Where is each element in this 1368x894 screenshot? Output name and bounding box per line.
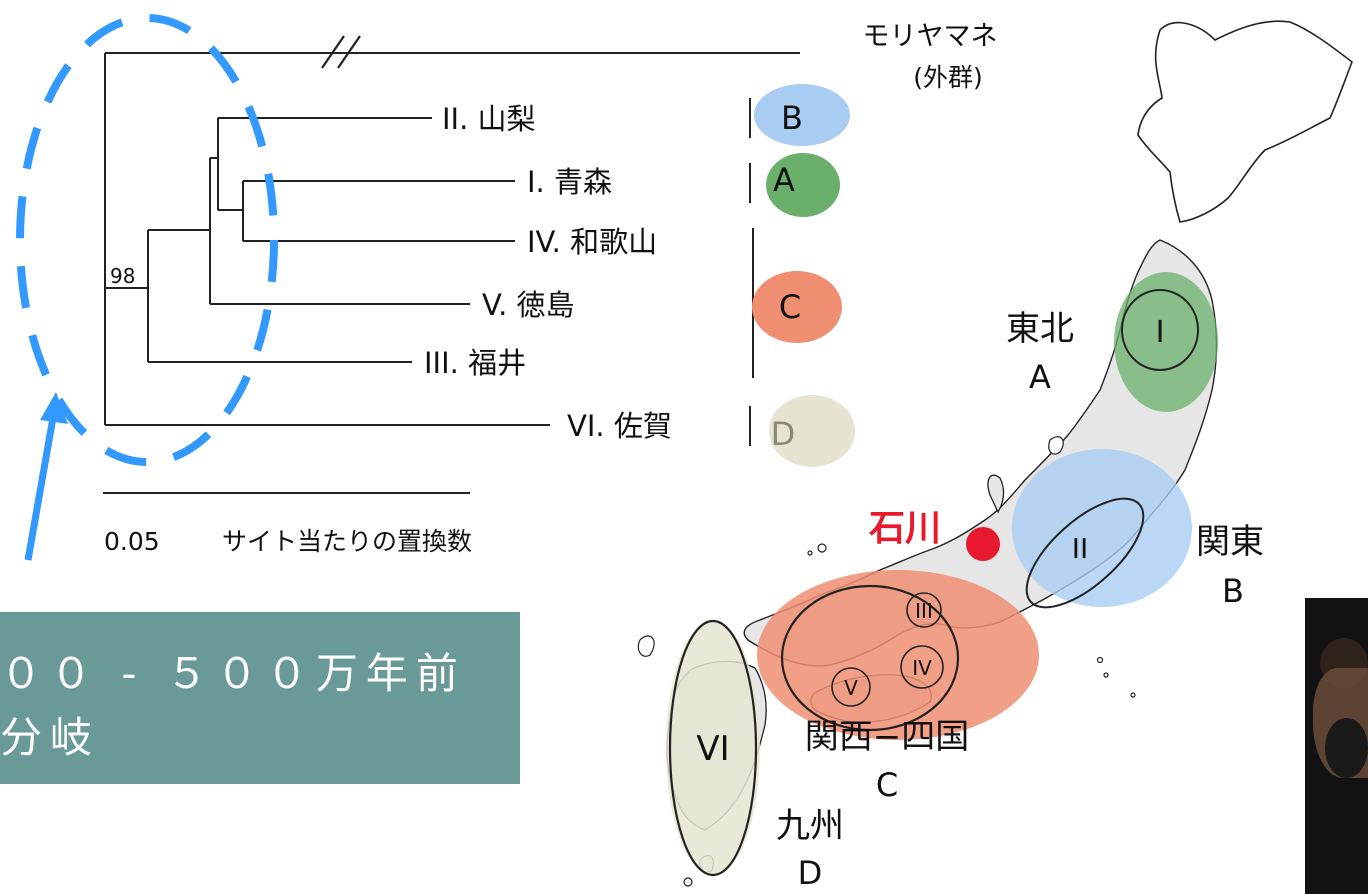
clade-letter-D: D	[771, 415, 796, 453]
map-roman-II: II	[1072, 532, 1089, 565]
clade-ellipse-D	[769, 395, 855, 467]
tree-break-mark	[321, 35, 345, 69]
map-roman-VI: VI	[696, 729, 729, 769]
phylogenetic-tree	[103, 35, 800, 494]
map-roman-IV: IV	[912, 656, 932, 680]
population-I-outline	[1121, 289, 1199, 371]
island	[1096, 656, 1104, 664]
population-II-outline	[1025, 497, 1145, 609]
population-VI-outline	[668, 619, 758, 877]
divergence-time-text: ００ - ５００万年前	[0, 649, 466, 698]
population-kansai-outline	[780, 584, 960, 732]
leaf-label-II: II. 山梨	[442, 102, 536, 136]
clade-ellipse-A	[766, 153, 840, 217]
region-kyushu-area	[666, 620, 760, 876]
scale-value: 0.05	[104, 527, 160, 556]
outgroup-label: モリヤマネ	[863, 21, 998, 52]
leaf-label-V: V. 徳島	[482, 288, 575, 322]
leaf-label-I: I. 青森	[527, 165, 612, 199]
region-label-kanto: 関東	[1196, 522, 1264, 562]
location-dot-ishikawa	[966, 527, 1000, 561]
clade-letter-B: B	[781, 99, 803, 137]
region-kansai-area	[757, 570, 1039, 740]
clade-letter-C: C	[779, 288, 801, 326]
animal-photo	[1305, 598, 1368, 894]
map-roman-V: V	[844, 676, 858, 700]
noto-peninsula	[987, 474, 1005, 514]
population-III-outline	[906, 592, 942, 628]
island	[807, 550, 813, 556]
region-label-kyushu: 九州	[776, 806, 844, 846]
divergence-note-box: ００ - ５００万年前 分岐	[0, 612, 520, 784]
location-label-ishikawa: 石川	[869, 508, 941, 549]
bootstrap-value: 98	[110, 264, 135, 288]
highlight-dashed-ellipse	[16, 14, 278, 466]
outgroup-note: (外群)	[913, 63, 983, 92]
region-letter-tohoku: A	[1029, 358, 1051, 396]
island	[1048, 436, 1064, 455]
divergence-label-text: 分岐	[0, 713, 101, 762]
region-kanto-area	[1012, 449, 1192, 607]
leaf-label-VI: VI. 佐賀	[567, 409, 672, 443]
tree-break-mark	[337, 35, 361, 69]
clade-ellipse-B	[754, 84, 850, 146]
island	[1130, 692, 1136, 698]
region-tohoku-area	[1114, 272, 1218, 412]
population-V-outline	[831, 667, 871, 707]
highlight-arrow-shaft	[24, 411, 58, 561]
region-label-kansai: 関西−四国	[805, 717, 970, 757]
region-letter-kansai: C	[876, 766, 898, 804]
island	[637, 635, 655, 657]
leaf-label-III: III. 福井	[424, 346, 526, 380]
highlight-arrow-head	[40, 392, 68, 424]
island	[1103, 672, 1109, 678]
island	[683, 877, 693, 887]
hokkaido-outline	[1137, 20, 1353, 223]
region-label-tohoku: 東北	[1006, 309, 1074, 349]
map-roman-III: III	[915, 599, 933, 623]
island	[817, 543, 827, 553]
scale-label: サイト当たりの置換数	[222, 527, 472, 556]
clade-ellipse-C	[752, 271, 842, 343]
region-letter-kyushu: D	[798, 854, 823, 892]
map-roman-I: I	[1156, 315, 1165, 350]
population-IV-outline	[900, 645, 944, 689]
region-letter-kanto: B	[1222, 572, 1244, 610]
clade-letter-A: A	[773, 161, 795, 199]
leaf-label-IV: IV. 和歌山	[527, 225, 657, 259]
